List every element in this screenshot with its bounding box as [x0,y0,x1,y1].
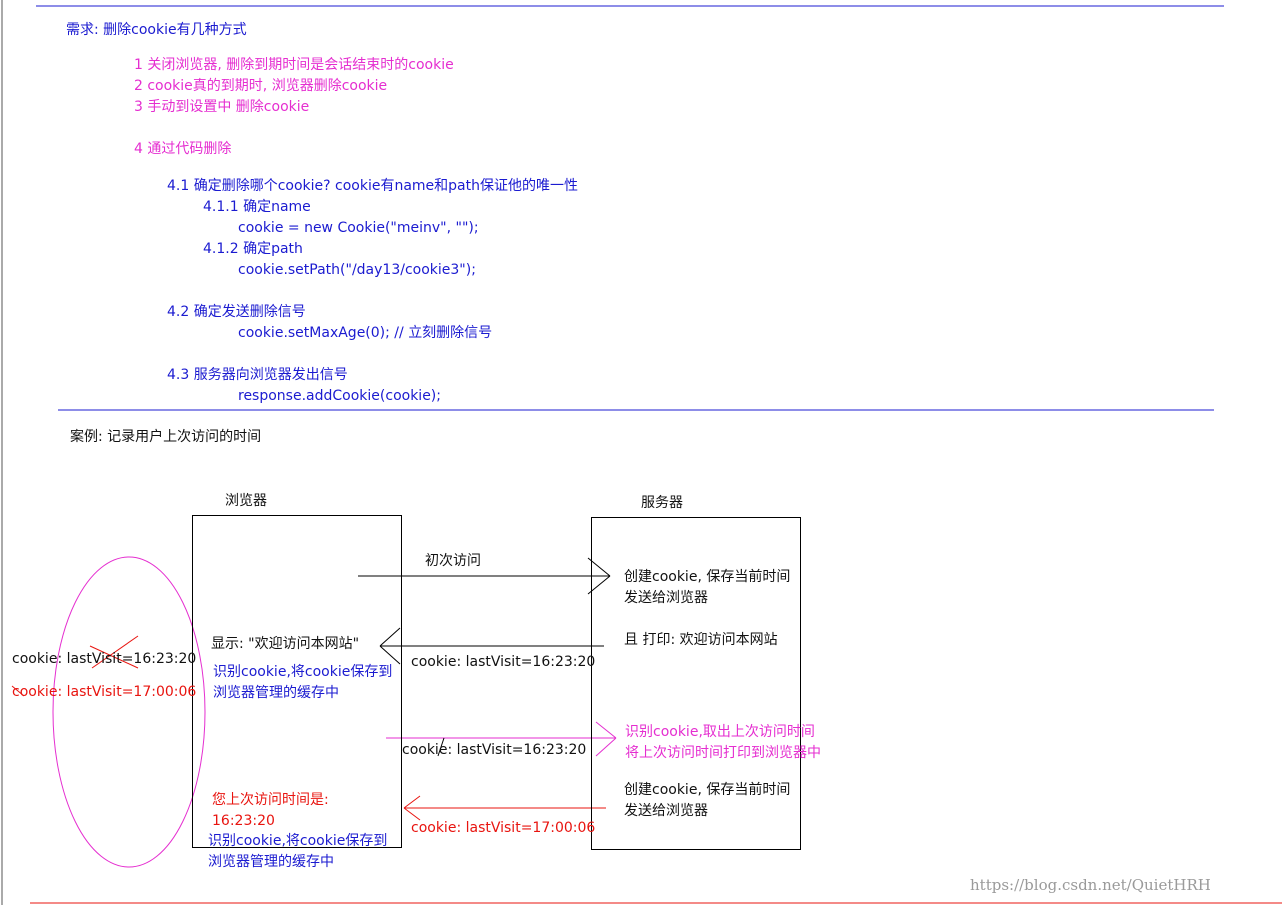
last-visit-label: 您上次访问时间是: [212,792,329,808]
way-3: 3 手动到设置中 删除cookie [134,99,310,115]
case-title: 案例: 记录用户上次访问的时间 [70,429,262,445]
way-2: 2 cookie真的到期时, 浏览器删除cookie [134,78,388,94]
browser-label: 浏览器 [225,493,267,509]
request-cookie: cookie: lastVisit=16:23:20 [402,742,587,758]
browser-recognize-2a: 识别cookie,将cookie保存到 [208,833,388,849]
server-print: 且 打印: 欢迎访问本网站 [624,632,778,648]
browser-box [192,515,402,848]
server-recognize-b: 将上次访问时间打印到浏览器中 [625,745,821,761]
step-4-1-1: 4.1.1 确定name [203,199,311,215]
arrow-response-1 [379,627,604,665]
browser-recognize-2b: 浏览器管理的缓存中 [208,854,334,870]
step-4-2: 4.2 确定发送删除信号 [167,304,306,320]
last-visit-time: 16:23:20 [212,813,275,829]
step-4-3: 4.3 服务器向浏览器发出信号 [167,367,348,383]
browser-recognize-1a: 识别cookie,将cookie保存到 [213,664,393,680]
way-1: 1 关闭浏览器, 删除到期时间是会话结束时的cookie [134,57,454,73]
arrow-response-2 [403,795,606,821]
way-4: 4 通过代码删除 [134,141,232,157]
step-4-1-2-code: cookie.setPath("/day13/cookie3"); [238,262,476,278]
step-4-2-code: cookie.setMaxAge(0); // 立刻删除信号 [238,325,493,341]
server-label: 服务器 [641,495,683,511]
watermark: https://blog.csdn.net/QuietHRH [970,876,1211,894]
arrow-request-2 [386,721,617,757]
step-4-1-2: 4.1.2 确定path [203,241,303,257]
response-cookie-2: cookie: lastVisit=17:00:06 [411,820,596,836]
request-tick [437,737,445,757]
response-cookie-1: cookie: lastVisit=16:23:20 [411,654,596,670]
step-4-3-code: response.addCookie(cookie); [238,388,441,404]
server-send-2: 发送给浏览器 [624,803,708,819]
server-create-1: 创建cookie, 保存当前时间 [624,569,791,585]
server-recognize-a: 识别cookie,取出上次访问时间 [625,724,815,740]
browser-show: 显示: "欢迎访问本网站" [211,636,360,652]
server-box [591,517,801,850]
server-send-1: 发送给浏览器 [624,590,708,606]
first-visit-label: 初次访问 [425,553,481,569]
step-4-1: 4.1 确定删除哪个cookie? cookie有name和path保证他的唯一… [167,178,579,194]
cookie-store-ellipse [52,556,206,868]
strike-new-cookie-mark [11,685,25,697]
browser-recognize-1b: 浏览器管理的缓存中 [213,685,339,701]
strike-old-cookie [89,635,139,669]
heading: 需求: 删除cookie有几种方式 [66,22,247,38]
cookie-store-new: cookie: lastVisit=17:00:06 [12,684,197,700]
step-4-1-1-code: cookie = new Cookie("meinv", ""); [238,220,479,236]
server-create-2: 创建cookie, 保存当前时间 [624,782,791,798]
cookie-store-old: cookie: lastVisit=16:23:20 [12,651,197,667]
